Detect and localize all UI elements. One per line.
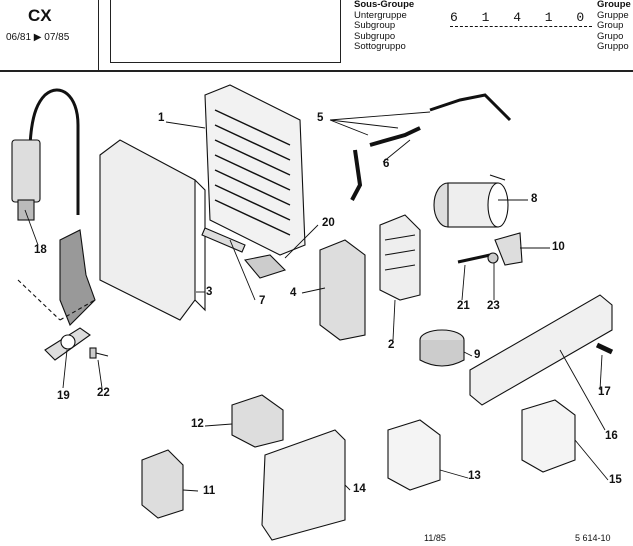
group-label-de: Gruppe <box>597 9 629 21</box>
group-code: 6 1 4 1 0 <box>450 10 593 25</box>
subgroup-label-it: Sottogruppo <box>354 41 406 52</box>
callout-21: 21 <box>457 300 470 312</box>
part-22-screw <box>89 347 109 359</box>
part-5-wire-harness <box>350 93 512 201</box>
callout-23: 23 <box>487 300 500 312</box>
callout-6: 6 <box>383 158 390 170</box>
part-11-relay <box>141 449 184 519</box>
footer-page-ref: 5 614-10 <box>575 533 611 543</box>
callout-8: 8 <box>531 193 538 205</box>
part-18-dash-guide <box>17 279 96 321</box>
header: CX 06/81 ▶ 07/85 Sous-Groupe Untergruppe… <box>0 0 633 72</box>
part-10-bracket <box>494 232 523 266</box>
callout-3: 3 <box>206 286 213 298</box>
part-8-cylinder-relay <box>433 174 509 228</box>
subgroup-label-fr: Sous-Groupe <box>354 0 415 10</box>
leader-lines <box>24 111 609 492</box>
part-17-pin <box>595 342 614 355</box>
group-labels: Groupe Gruppe Group Grupo Gruppo <box>597 0 631 53</box>
callout-12: 12 <box>191 418 204 430</box>
part-21-screw <box>457 253 491 264</box>
part-14-cover <box>261 429 346 541</box>
group-label-fr: Groupe <box>597 0 631 10</box>
part-7-fuse <box>201 227 246 253</box>
part-12-relay <box>231 394 284 448</box>
part-18-cable-connector <box>11 88 96 326</box>
callout-17: 17 <box>598 386 611 398</box>
part-23-washer <box>487 252 499 264</box>
subgroup-label-de: Untergruppe <box>354 9 407 21</box>
footer-date: 11/85 <box>424 533 446 543</box>
part-19-bracket <box>44 327 91 361</box>
callout-13: 13 <box>468 470 481 482</box>
subgroup-labels: Sous-Groupe Untergruppe Subgroup Subgrup… <box>354 0 414 53</box>
part-15-relay <box>521 399 576 473</box>
part-4-cap <box>319 239 366 341</box>
callout-2: 2 <box>388 339 395 351</box>
callout-22: 22 <box>97 387 110 399</box>
group-label-es: Grupo <box>597 30 624 42</box>
callout-18: 18 <box>34 244 47 256</box>
part-3-cover <box>99 139 206 321</box>
header-divider <box>98 0 99 70</box>
model-name: CX <box>28 6 52 25</box>
part-9-round-relay <box>419 329 465 367</box>
group-label-it: Gruppo <box>597 41 629 52</box>
callout-4: 4 <box>290 287 297 299</box>
header-blank-box <box>110 0 341 63</box>
callout-16: 16 <box>605 430 618 442</box>
callout-7: 7 <box>259 295 266 307</box>
callout-20: 20 <box>322 217 335 229</box>
group-label-en: Group <box>597 20 624 31</box>
header-rule <box>0 70 633 72</box>
part-1-fuse-box <box>204 84 306 256</box>
subgroup-label-en: Subgroup <box>354 20 396 31</box>
part-20-clip <box>243 254 287 279</box>
callout-11: 11 <box>203 485 216 497</box>
part-13-relay <box>387 419 441 491</box>
model-dates: 06/81 ▶ 07/85 <box>6 32 70 43</box>
callout-14: 14 <box>353 483 366 495</box>
callout-15: 15 <box>609 474 622 486</box>
callout-1: 1 <box>158 112 165 124</box>
part-2-holder <box>379 214 421 301</box>
subgroup-label-es: Subgrupo <box>354 30 396 42</box>
callout-19: 19 <box>57 390 70 402</box>
part-16-relay-plate <box>469 294 613 406</box>
callout-5: 5 <box>317 112 324 124</box>
callout-10: 10 <box>552 241 565 253</box>
callout-9: 9 <box>474 349 481 361</box>
